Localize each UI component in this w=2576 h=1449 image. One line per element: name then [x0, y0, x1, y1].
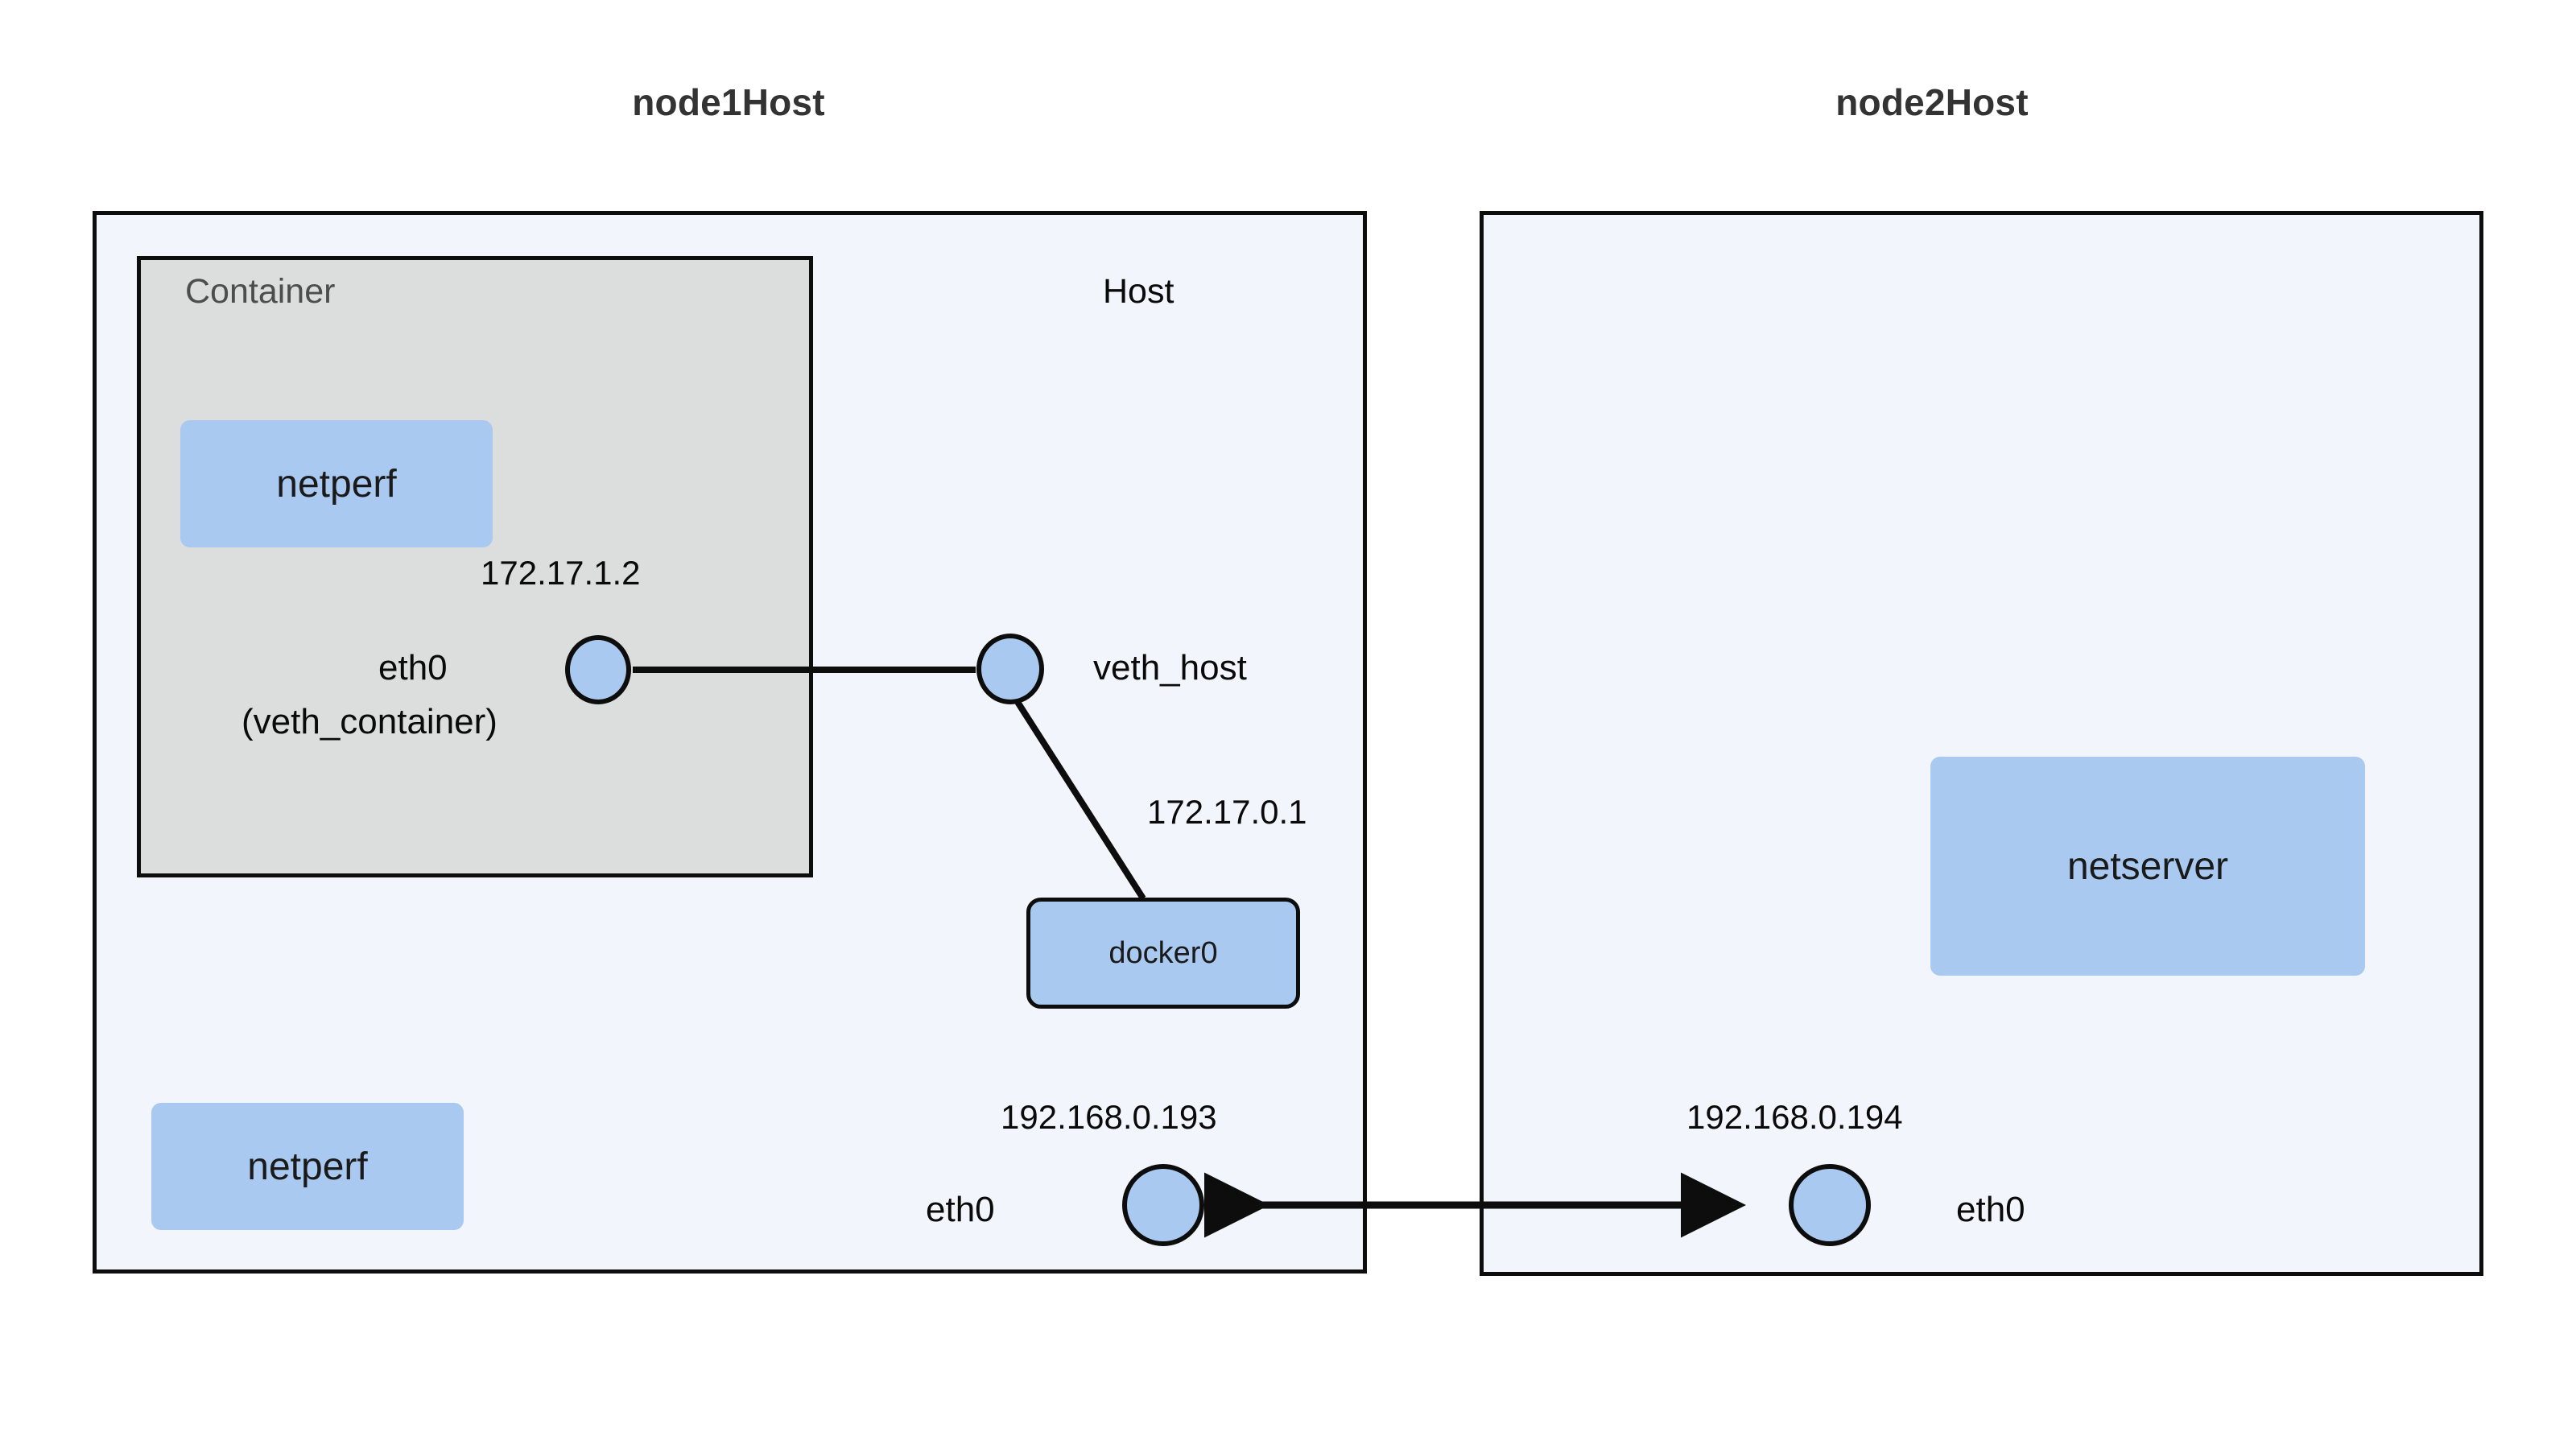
container-eth0-ip-label: 172.17.1.2: [481, 554, 641, 592]
veth-host-node-icon[interactable]: [976, 634, 1044, 704]
node1-eth0-ip-label: 192.168.0.193: [1001, 1098, 1217, 1136]
veth-host-name-label: veth_host: [1093, 648, 1247, 687]
container-eth0-name-label: eth0: [378, 648, 448, 687]
node1-host-title: node1Host: [632, 81, 825, 123]
node1-eth0-name-label: eth0: [926, 1190, 995, 1229]
node2-eth0-node-icon[interactable]: [1789, 1164, 1871, 1246]
node2-host-box: [1480, 211, 2483, 1276]
node2-eth0-name-label: eth0: [1956, 1190, 2025, 1229]
container-box: [137, 256, 813, 877]
node2-eth0-ip-label: 192.168.0.194: [1686, 1098, 1903, 1136]
docker0-bridge-box[interactable]: docker0: [1026, 898, 1300, 1009]
docker0-ip-label: 172.17.0.1: [1147, 793, 1307, 831]
netperf-host-box[interactable]: netperf: [151, 1103, 464, 1230]
node2-host-title: node2Host: [1835, 81, 2029, 123]
netperf-container-box[interactable]: netperf: [180, 420, 493, 547]
container-eth0-node-icon[interactable]: [565, 635, 631, 704]
container-label: Container: [185, 272, 336, 311]
host-region-label: Host: [1103, 272, 1174, 311]
container-eth0-alias-label: (veth_container): [242, 702, 497, 741]
node1-eth0-node-icon[interactable]: [1122, 1164, 1204, 1246]
netserver-box[interactable]: netserver: [1930, 757, 2365, 976]
